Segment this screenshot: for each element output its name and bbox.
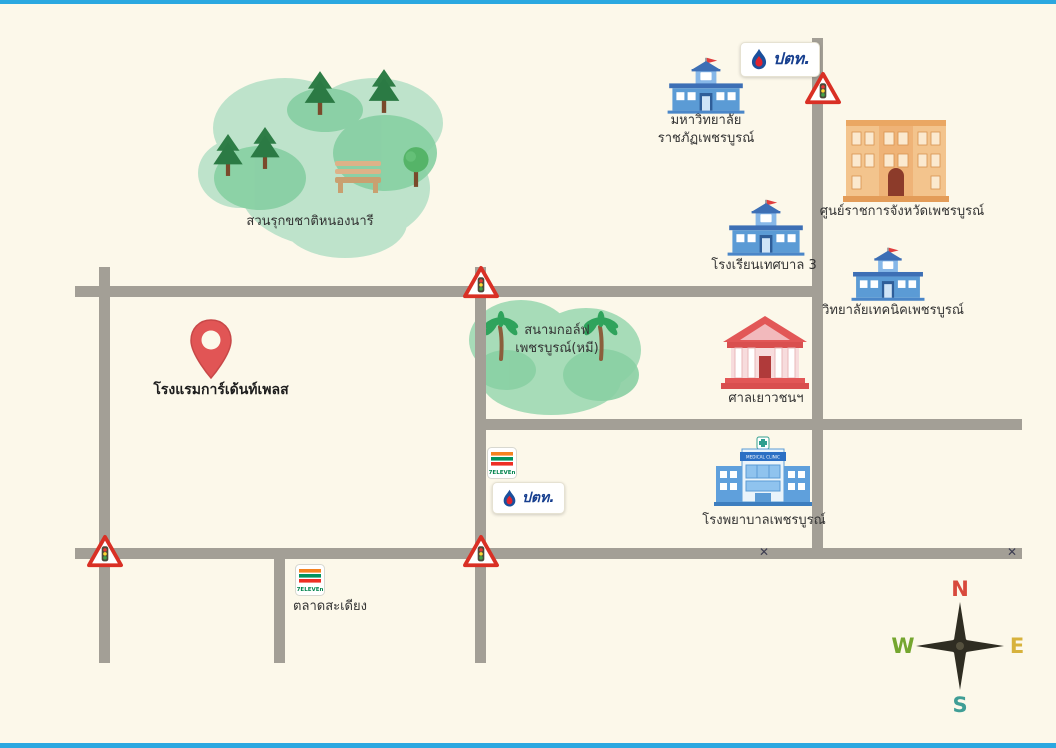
university-building-icon — [666, 56, 746, 114]
government-center-building-icon — [843, 120, 949, 202]
road-vertical-east — [812, 38, 823, 559]
ptt-flame-icon — [503, 489, 516, 507]
ptt-label: ปตท. — [522, 490, 555, 506]
road-crossing-marker: ✕ — [1006, 545, 1018, 559]
compass-east-label: E — [1010, 634, 1024, 658]
road-horizontal-south — [75, 548, 1022, 559]
traffic-light-sign-icon — [804, 71, 842, 106]
golf-course-area — [469, 300, 641, 415]
seven-eleven-icon — [487, 447, 517, 479]
road-horizontal-north — [75, 286, 823, 297]
hotel-label: โรงแรมการ์เด้นท์เพลส — [153, 382, 289, 398]
technical-college-building-icon — [850, 246, 926, 301]
park-bench-icon — [335, 161, 381, 193]
traffic-light-sign-icon — [462, 534, 500, 569]
hotel-location-pin-icon — [190, 319, 232, 380]
traffic-light-sign-icon — [86, 534, 124, 569]
road-vertical-west — [99, 267, 110, 663]
juvenile-court-building-icon — [721, 316, 809, 389]
university-label-line2: ราชภัฏเพชรบูรณ์ — [657, 131, 755, 147]
compass-south-label: S — [952, 693, 967, 716]
hospital-label: โรงพยาบาลเพชรบูรณ์ — [702, 513, 826, 528]
ptt-label: ปตท. — [773, 49, 811, 68]
golf-course-label: สนามกอล์ฟ เพชรบูรณ์(หมี) — [515, 322, 598, 358]
seven-eleven-icon — [295, 564, 325, 596]
bottom-border-line — [0, 743, 1056, 748]
ptt-station-marker: ปตท. — [492, 482, 565, 514]
compass-north-label: N — [951, 577, 969, 601]
university-label-line1: มหาวิทยาลัย — [670, 113, 742, 128]
road-vertical-center — [475, 267, 486, 663]
top-border-line — [0, 0, 1056, 4]
technical-college-label: วิทยาลัยเทคนิคเพชรบูรณ์ — [822, 303, 964, 318]
university-label: มหาวิทยาลัย ราชภัฏเพชรบูรณ์ — [658, 112, 755, 148]
compass-west-label: W — [891, 634, 914, 658]
ptt-flame-icon — [751, 48, 767, 70]
golf-course-label-line1: สนามกอล์ฟ — [524, 323, 590, 338]
hospital-building-icon: MEDICAL CLINIC — [714, 436, 812, 506]
road-crossing-marker: ✕ — [758, 545, 770, 559]
municipal-school-label: โรงเรียนเทศบาล 3 — [711, 258, 817, 273]
compass-rose-icon: N S W E — [891, 577, 1024, 716]
road-vertical-south-stub — [274, 548, 285, 663]
arboretum-park-area — [198, 69, 443, 258]
juvenile-court-label: ศาลเยาวชนฯ — [728, 391, 804, 406]
government-center-label: ศูนย์ราชการจังหวัดเพชรบูรณ์ — [819, 204, 985, 219]
park-label: สวนรุกขชาติหนองนารี — [246, 214, 374, 229]
golf-course-label-line2: เพชรบูรณ์(หมี) — [515, 341, 599, 357]
municipal-school-building-icon — [726, 198, 806, 256]
road-horizontal-middle — [477, 419, 1022, 430]
hospital-sign-text: MEDICAL CLINIC — [746, 455, 780, 460]
traffic-light-sign-icon — [462, 265, 500, 300]
ptt-station-marker: ปตท. — [740, 42, 821, 77]
market-label: ตลาดสะเดียง — [293, 599, 367, 614]
